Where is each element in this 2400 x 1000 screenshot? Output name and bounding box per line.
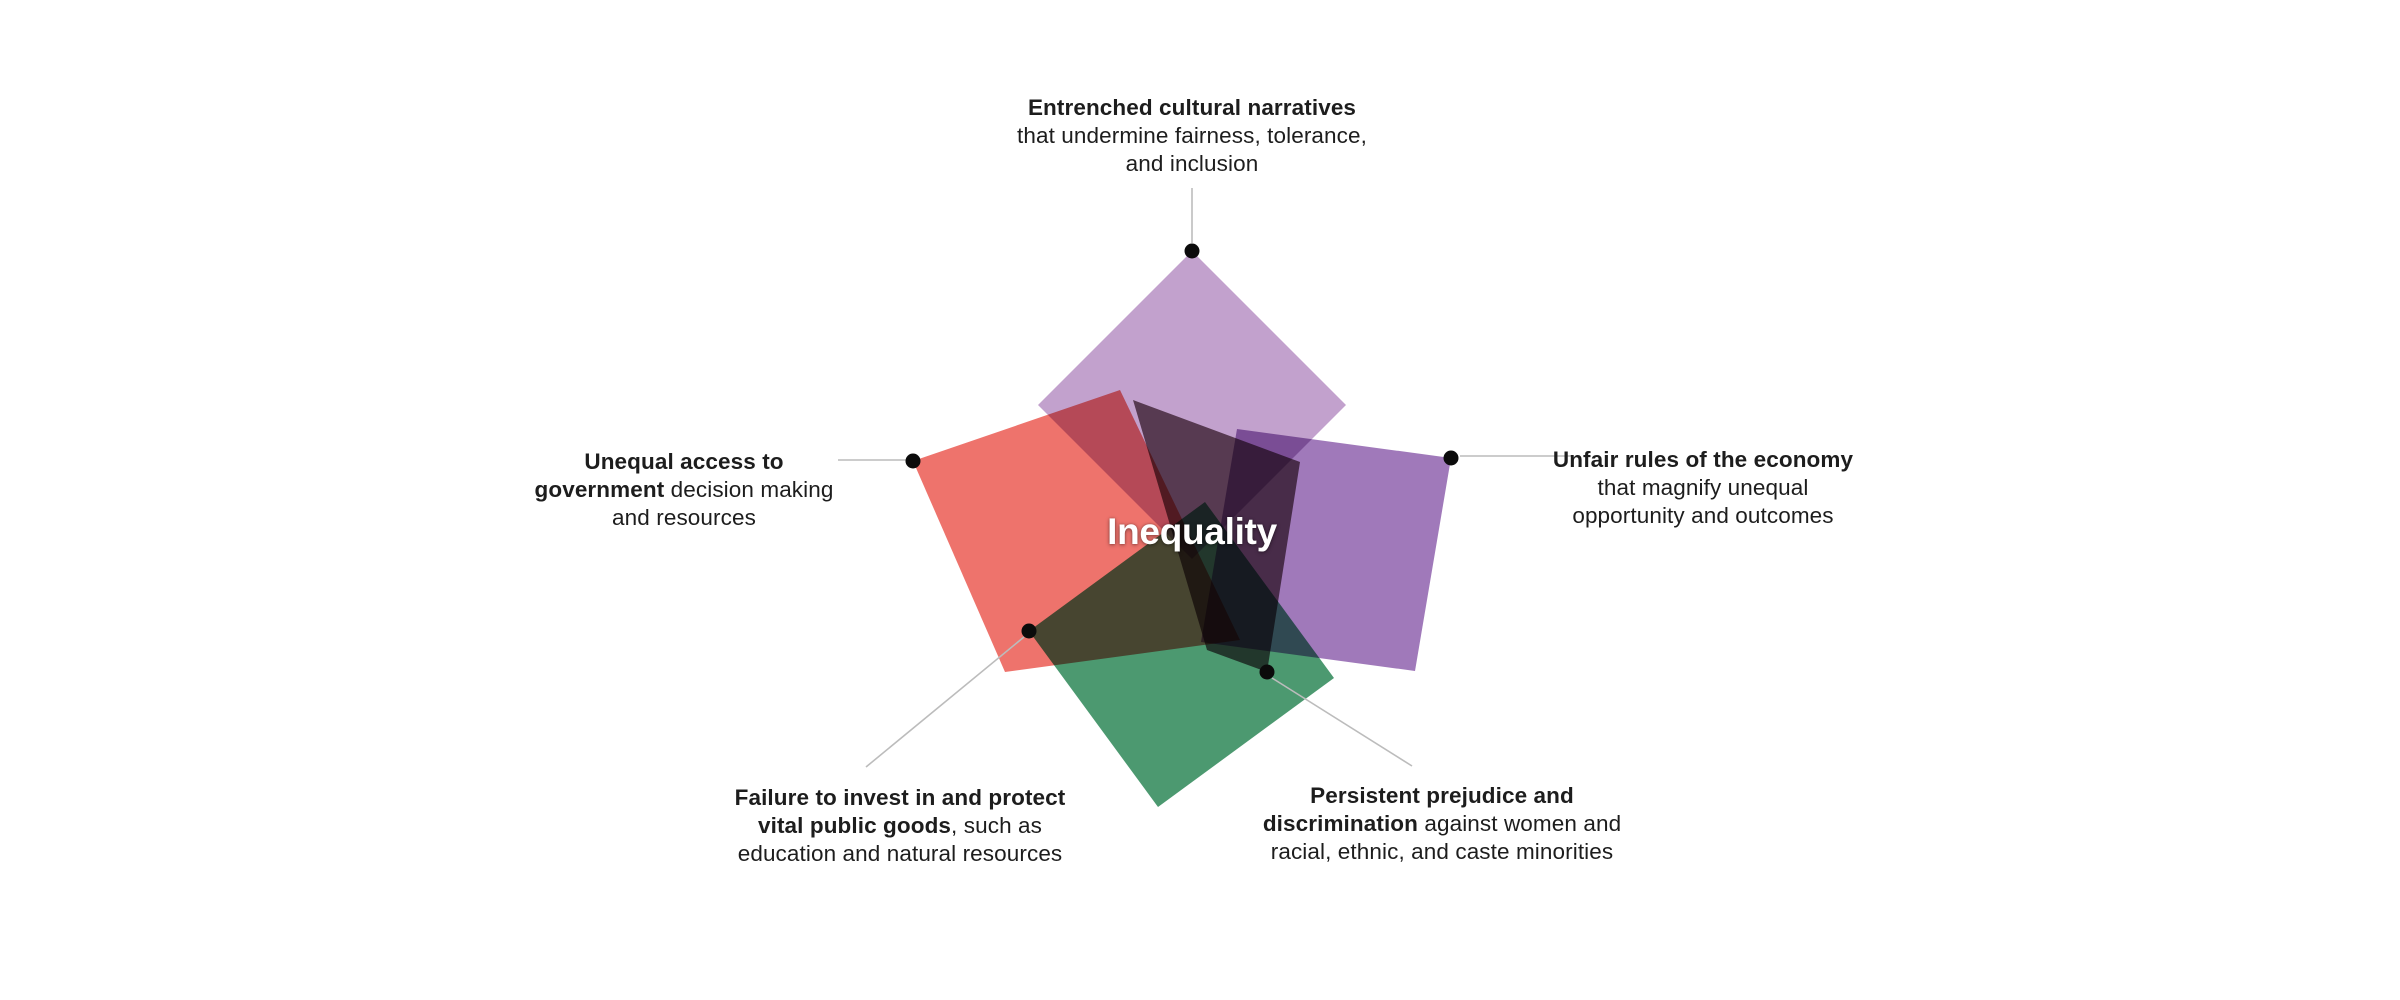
label-text: and resources (612, 505, 756, 530)
leader-line-public-goods-failure (865, 636, 1025, 768)
label-text-bold: Failure to invest in and protect (734, 785, 1066, 810)
label-text-bold: discrimination (1262, 811, 1418, 836)
label-line: that undermine fairness, tolerance, (932, 122, 1452, 150)
label-text-bold: Unfair rules of the economy (1552, 447, 1854, 472)
label-text: that undermine fairness, tolerance, (1017, 123, 1367, 148)
label-line: Unfair rules of the economy (1443, 446, 1963, 474)
label-line: opportunity and outcomes (1443, 502, 1963, 530)
anchor-dot-unequal-government-access (905, 453, 921, 469)
label-text: decision making (664, 477, 834, 502)
label-text: opportunity and outcomes (1572, 503, 1834, 528)
label-text: racial, ethnic, and caste minorities (1270, 839, 1614, 864)
label-line: that magnify unequal (1443, 474, 1963, 502)
label-line: and resources (424, 504, 944, 532)
label-line: government decision making (424, 476, 944, 504)
label-line: discrimination against women and (1182, 810, 1702, 838)
label-unfair-economy-rules: Unfair rules of the economy that magnify … (1443, 446, 1963, 530)
label-text: that magnify unequal (1597, 475, 1809, 500)
label-text-bold: vital public goods (757, 813, 952, 838)
label-text-bold: Unequal access to (584, 449, 784, 474)
anchor-dot-public-goods-failure (1021, 623, 1037, 639)
anchor-dot-cultural-narratives (1184, 243, 1200, 259)
label-text: education and natural resources (737, 841, 1063, 866)
label-text: , such as (951, 813, 1042, 838)
label-line: racial, ethnic, and caste minorities (1182, 838, 1702, 866)
leader-line-prejudice-discrimination (1271, 677, 1413, 767)
label-line: vital public goods, such as (640, 812, 1160, 840)
label-line: Entrenched cultural narratives (932, 94, 1452, 122)
label-text-bold: Persistent prejudice and (1310, 783, 1574, 808)
label-line: and inclusion (932, 150, 1452, 178)
label-cultural-narratives: Entrenched cultural narratives that under… (932, 94, 1452, 178)
label-text: against women and (1418, 811, 1622, 836)
label-text: and inclusion (1125, 151, 1259, 176)
anchor-dot-prejudice-discrimination (1259, 664, 1275, 680)
label-line: Failure to invest in and protect (640, 784, 1160, 812)
label-line: education and natural resources (640, 840, 1160, 868)
label-text-bold: government (534, 477, 665, 502)
anchor-dot-unfair-economy-rules (1443, 450, 1459, 466)
label-line: Unequal access to (424, 448, 944, 476)
label-text-bold: Entrenched cultural narratives (1027, 95, 1357, 120)
petal-prejudice-discrimination (1133, 400, 1300, 672)
label-line: Persistent prejudice and (1182, 782, 1702, 810)
center-title: Inequality (1107, 511, 1277, 552)
